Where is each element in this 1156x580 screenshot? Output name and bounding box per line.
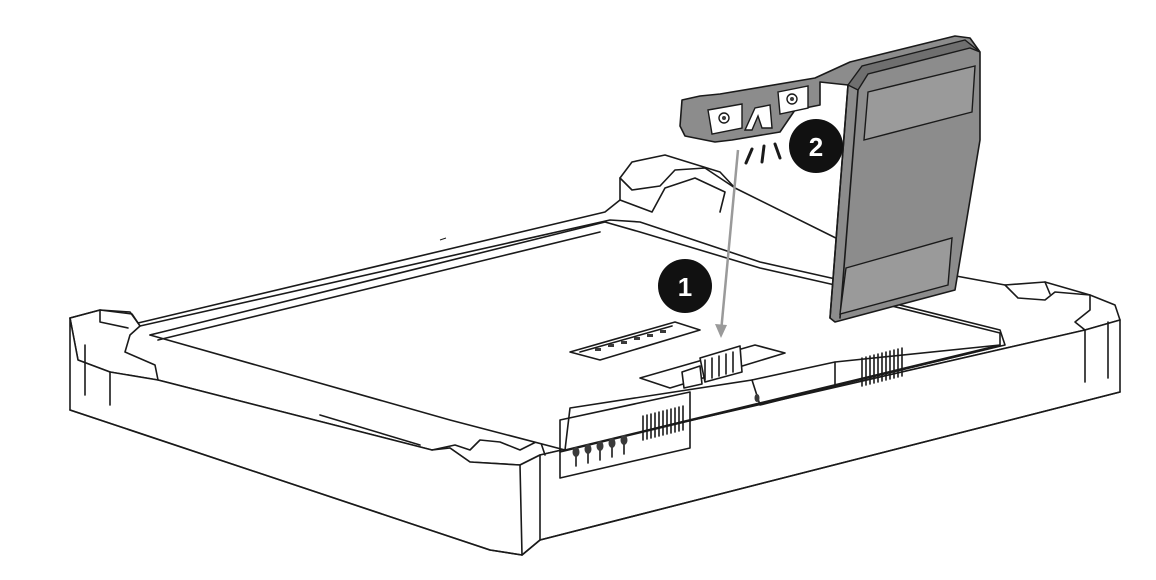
insertion-arrow — [715, 149, 740, 338]
step-marker-1: 1 — [658, 259, 712, 313]
mount-slot-teeth — [595, 330, 666, 351]
mount-slot-upper — [569, 321, 701, 361]
vent-grille-left — [642, 405, 684, 441]
stand-arm — [679, 35, 981, 323]
stand-panel-lower — [839, 237, 953, 315]
foam-tray-corner-edge — [519, 464, 523, 556]
kensington-slot — [754, 394, 760, 402]
mount-bracket — [681, 345, 743, 389]
io-ports — [572, 435, 628, 467]
vent-grille-right — [861, 347, 903, 387]
stand-panel-upper — [863, 65, 976, 141]
step-marker-1-label: 1 — [678, 272, 692, 302]
click-indicator — [744, 142, 782, 165]
step-marker-2: 2 — [789, 119, 843, 173]
step-marker-2-label: 2 — [809, 132, 823, 162]
